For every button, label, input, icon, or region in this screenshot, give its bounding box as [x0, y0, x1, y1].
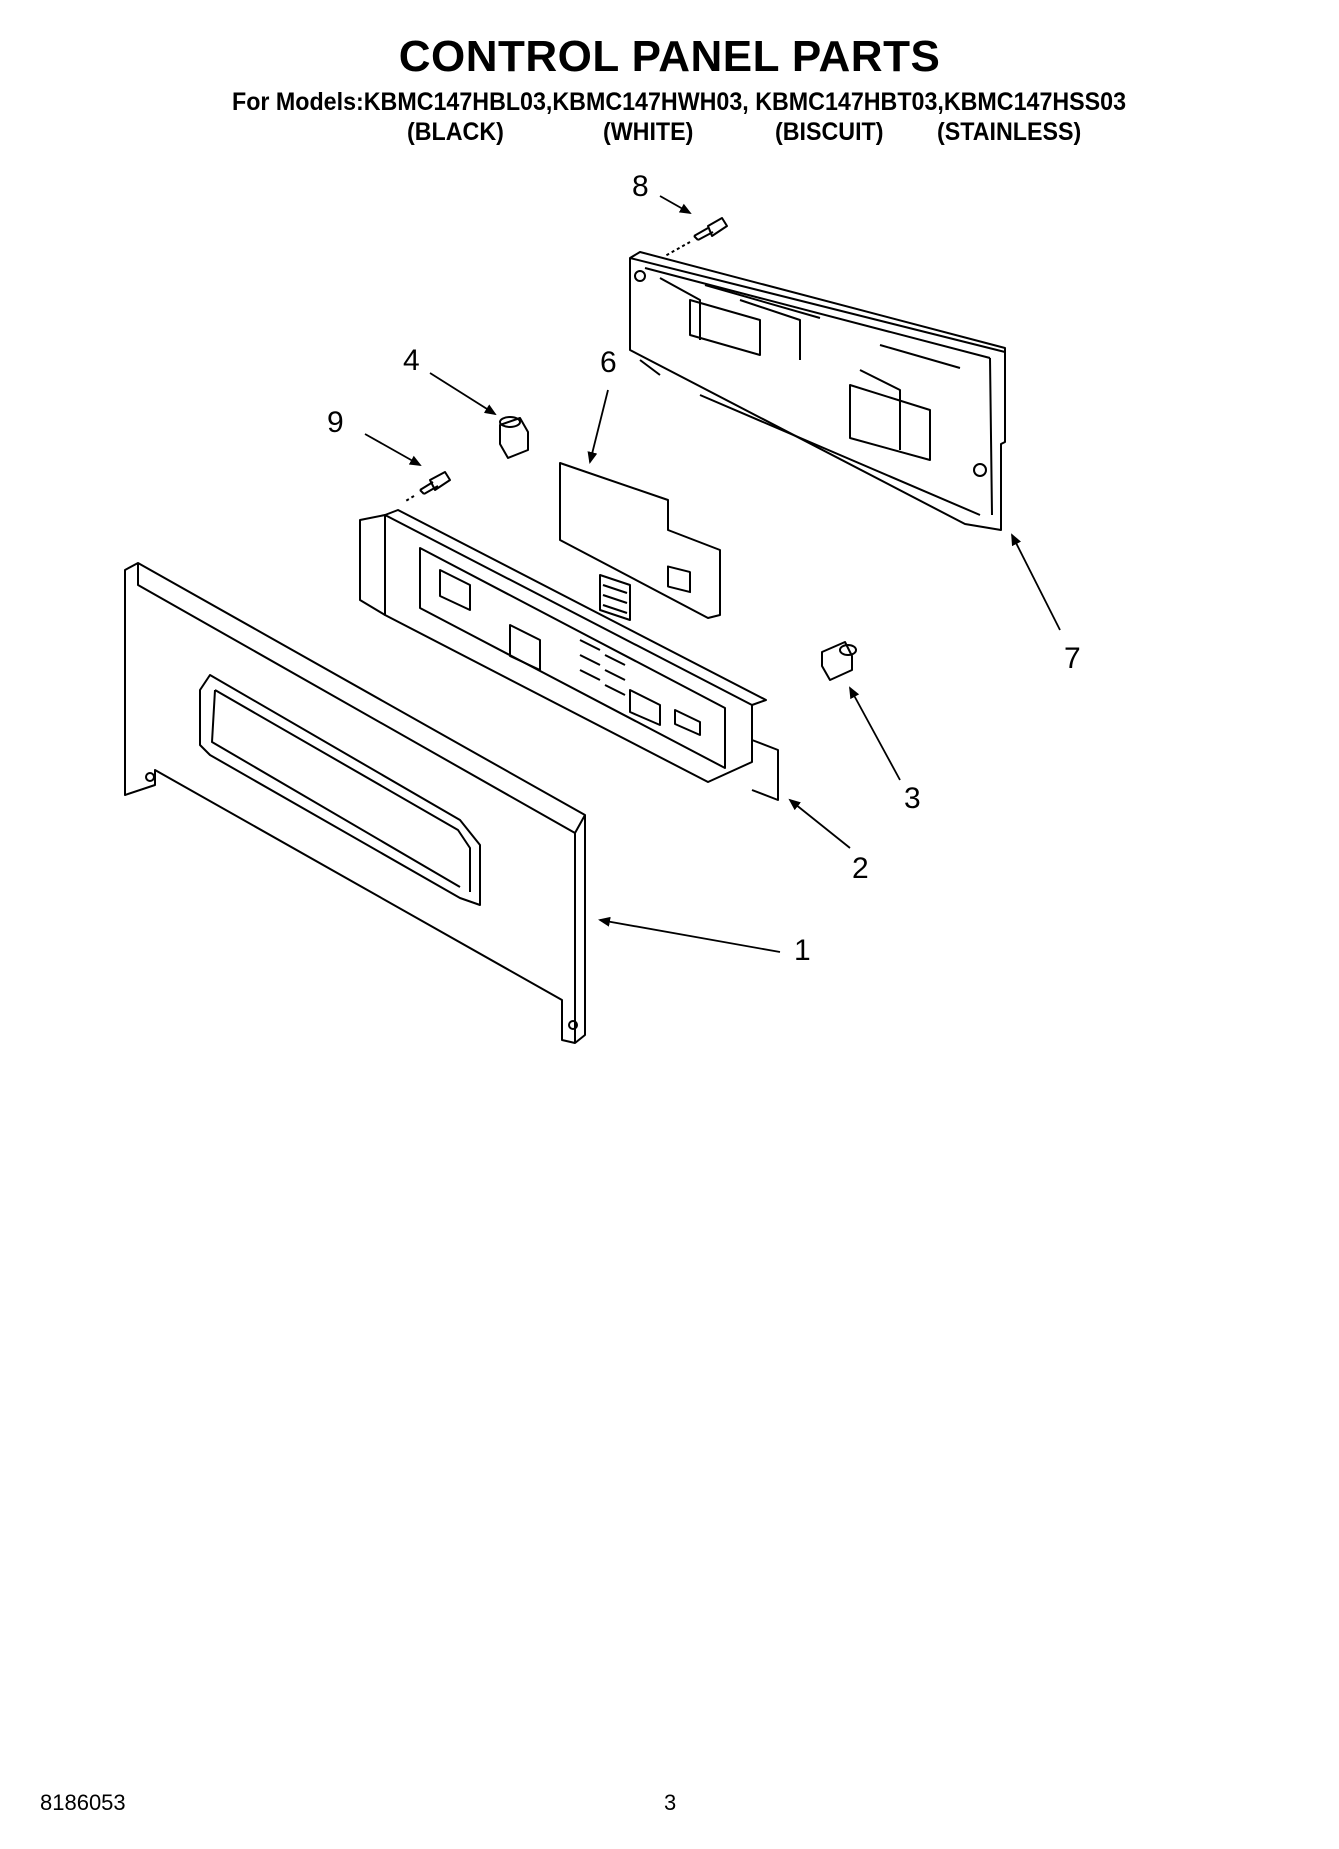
callout-7: 7 — [1064, 642, 1081, 675]
part-8-screw — [664, 217, 728, 257]
callout-1: 1 — [794, 934, 811, 967]
part-7-back-housing — [629, 251, 1006, 531]
leader-arrow-3 — [849, 686, 901, 781]
part-1-trim-frame — [124, 562, 586, 1044]
callout-6: 6 — [600, 346, 617, 379]
page-number: 3 — [664, 1790, 677, 1815]
leader-arrow-2 — [788, 798, 851, 849]
callout-2: 2 — [852, 852, 869, 885]
leader-arrow-8 — [659, 195, 692, 214]
leader-arrow-4 — [429, 372, 497, 416]
leader-arrow-7 — [1011, 533, 1061, 631]
color-label-biscuit: (BISCUIT) — [775, 118, 884, 146]
page-title: CONTROL PANEL PARTS — [398, 32, 941, 81]
callout-9: 9 — [327, 406, 344, 439]
document-number: 8186053 — [40, 1790, 126, 1815]
part-3-spacer — [821, 641, 857, 681]
leader-arrow-9 — [364, 433, 422, 466]
callout-4: 4 — [403, 344, 420, 377]
leader-arrow-6 — [587, 389, 609, 464]
part-2-control-panel — [359, 509, 779, 801]
leader-arrow-1 — [598, 916, 781, 953]
models-line: For Models:KBMC147HBL03,KBMC147HWH03, KB… — [232, 88, 1127, 116]
part-4-spacer — [499, 416, 529, 459]
color-label-white: (WHITE) — [603, 118, 694, 146]
callout-3: 3 — [904, 782, 921, 815]
color-label-black: (BLACK) — [407, 118, 504, 146]
part-9-screw — [403, 471, 451, 503]
callout-8: 8 — [632, 170, 649, 203]
color-label-stainless: (STAINLESS) — [937, 118, 1082, 146]
